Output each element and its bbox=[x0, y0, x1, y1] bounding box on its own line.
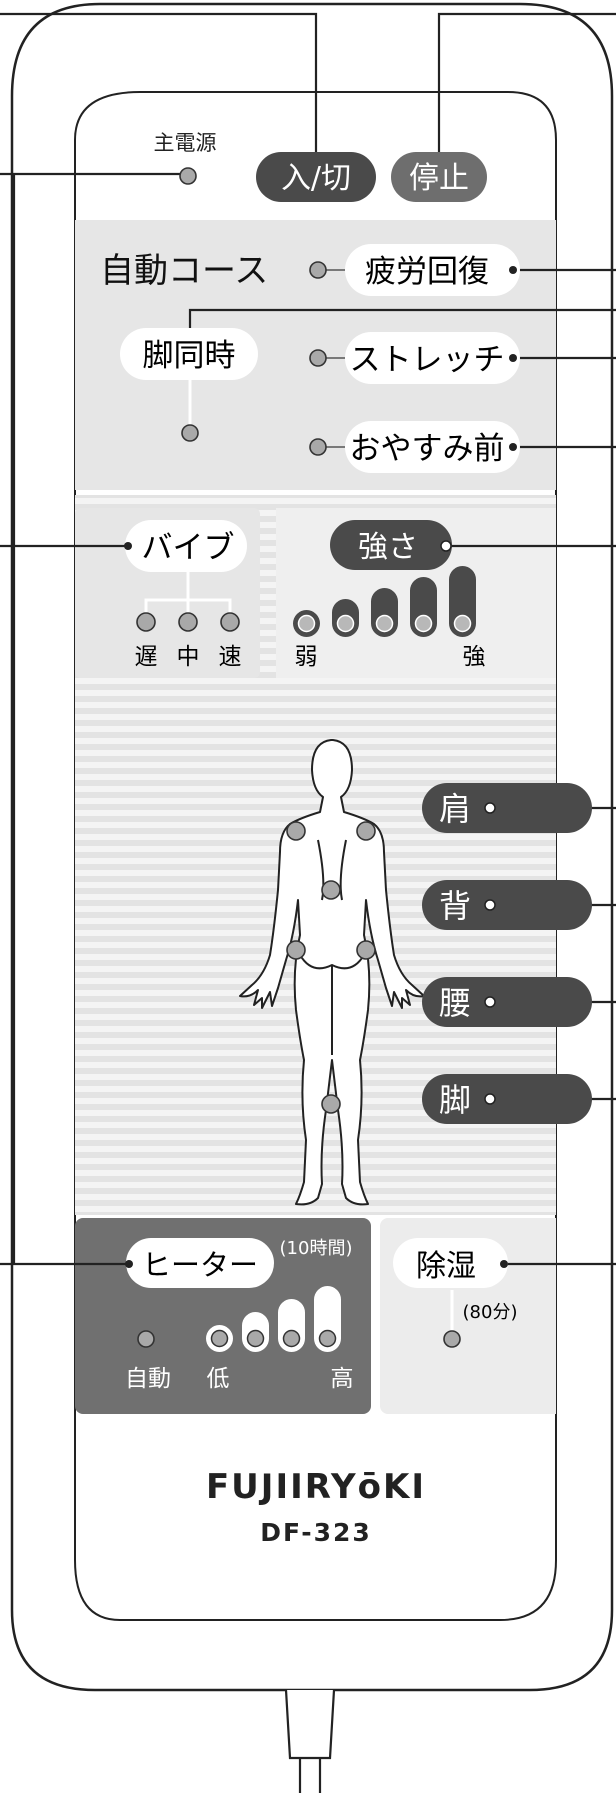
heater-auto-label: 自動 bbox=[125, 1366, 171, 1392]
heater-button[interactable]: ヒーター bbox=[125, 1238, 274, 1288]
svg-text:バイブ: バイブ bbox=[142, 530, 235, 566]
power-cord bbox=[286, 1690, 334, 1758]
svg-text:入/切: 入/切 bbox=[281, 161, 351, 196]
leg-indicator bbox=[322, 1095, 340, 1113]
main-power-indicator bbox=[180, 168, 196, 184]
stop-button[interactable]: 停止 bbox=[391, 152, 487, 202]
shoulder-left-indicator bbox=[287, 822, 305, 840]
auto-course-label: 自動コース bbox=[100, 251, 268, 291]
waist-button[interactable]: 腰 bbox=[422, 977, 592, 1027]
waist-left-indicator bbox=[287, 941, 305, 959]
dehumid-indicator bbox=[444, 1331, 460, 1347]
vibe-slow-label: 遅 bbox=[135, 644, 158, 670]
heater-high-label: 高 bbox=[331, 1366, 354, 1392]
shoulder-button[interactable]: 肩 bbox=[422, 783, 592, 833]
heater-low-label: 低 bbox=[207, 1366, 230, 1392]
strength-weak-label: 弱 bbox=[295, 644, 318, 670]
strength-level-indicator bbox=[377, 616, 393, 632]
svg-text:背: 背 bbox=[439, 887, 471, 925]
svg-text:ストレッチ: ストレッチ bbox=[350, 342, 505, 378]
svg-text:除湿: 除湿 bbox=[416, 1249, 476, 1284]
dehumid-button[interactable]: 除湿 bbox=[393, 1238, 508, 1288]
heater-auto-indicator bbox=[138, 1331, 154, 1347]
dehumid-timer-label: (80分) bbox=[463, 1302, 518, 1323]
strength-strong-label: 強 bbox=[463, 644, 486, 670]
model-number: DF-323 bbox=[260, 1518, 372, 1547]
power-button[interactable]: 入/切 bbox=[256, 152, 376, 202]
svg-text:肩: 肩 bbox=[439, 790, 471, 828]
svg-text:停止: 停止 bbox=[409, 161, 469, 196]
vibe-mid-indicator bbox=[179, 613, 197, 631]
strength-level-indicator bbox=[338, 616, 354, 632]
heater-timer-label: (10時間) bbox=[280, 1238, 353, 1259]
strength-level-indicator bbox=[455, 616, 471, 632]
vibe-button[interactable]: バイブ bbox=[124, 520, 247, 572]
svg-text:脚: 脚 bbox=[439, 1081, 471, 1119]
svg-text:腰: 腰 bbox=[439, 984, 471, 1022]
vibe-fast-indicator bbox=[221, 613, 239, 631]
vibe-fast-label: 速 bbox=[219, 644, 242, 670]
svg-text:脚同時: 脚同時 bbox=[143, 338, 236, 374]
main-power-label: 主電源 bbox=[154, 131, 217, 155]
svg-text:おやすみ前: おやすみ前 bbox=[350, 431, 505, 467]
back-button[interactable]: 背 bbox=[422, 880, 592, 930]
svg-text:ヒーター: ヒーター bbox=[142, 1248, 258, 1282]
strength-button[interactable]: 強さ bbox=[330, 520, 452, 570]
back-indicator bbox=[322, 881, 340, 899]
brand-logo: FUJIIRYōKI bbox=[206, 1467, 426, 1507]
vibe-mid-label: 中 bbox=[177, 644, 200, 670]
heater-level-indicator bbox=[248, 1331, 264, 1347]
leg-button[interactable]: 脚 bbox=[422, 1074, 592, 1124]
vibe-slow-indicator bbox=[137, 613, 155, 631]
strength-level-indicator bbox=[299, 616, 315, 632]
svg-text:疲労回復: 疲労回復 bbox=[365, 254, 489, 290]
heater-level-indicator bbox=[212, 1331, 228, 1347]
waist-right-indicator bbox=[357, 941, 375, 959]
strength-level-indicator bbox=[416, 616, 432, 632]
shoulder-right-indicator bbox=[357, 822, 375, 840]
svg-text:強さ: 強さ bbox=[358, 530, 418, 565]
heater-level-indicator bbox=[320, 1331, 336, 1347]
heater-level-indicator bbox=[284, 1331, 300, 1347]
